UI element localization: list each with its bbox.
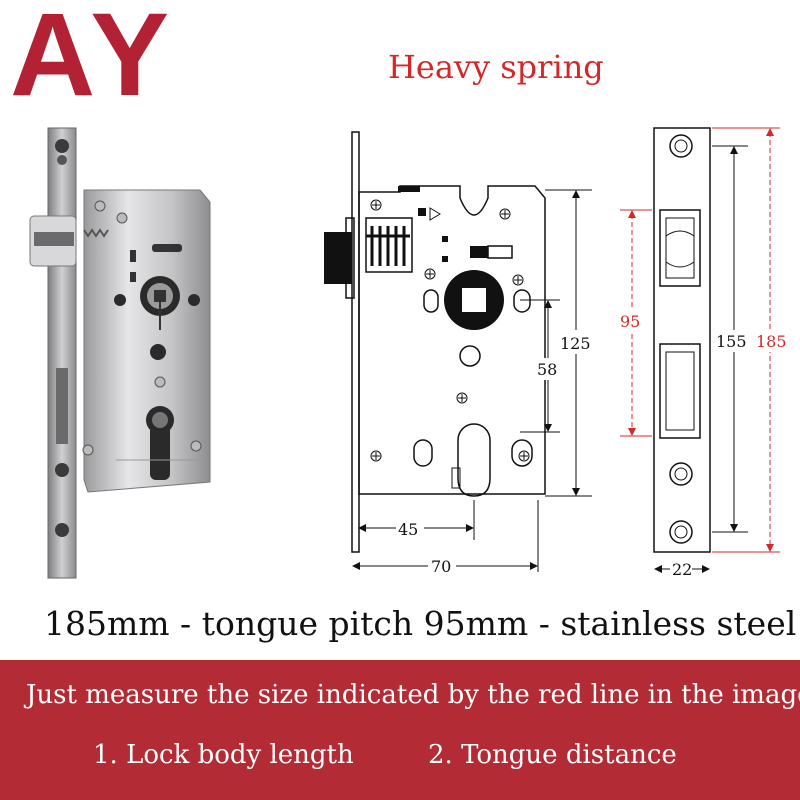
dim-body-width: 70 <box>431 557 451 576</box>
banner-instruction: Just measure the size indicated by the r… <box>26 680 800 710</box>
banner-item-length: 1. Lock body length <box>93 740 354 770</box>
dim-center-distance: 58 <box>537 360 557 379</box>
lock-body-photo <box>29 127 211 579</box>
technical-drawing: 125 58 45 70 95 155 185 22 <box>324 127 794 580</box>
brand-logo: AY <box>10 0 176 121</box>
banner-item-tongue: 2. Tongue distance <box>428 740 677 770</box>
spec-line: 185mm - tongue pitch 95mm - stainless st… <box>44 604 797 643</box>
product-subtitle: Heavy spring <box>388 48 604 86</box>
info-banner <box>0 660 800 800</box>
dim-backset: 45 <box>398 520 418 539</box>
dim-tongue-pitch: 95 <box>620 312 640 331</box>
dim-faceplate-length: 185 <box>756 332 787 351</box>
dim-screw-pitch: 155 <box>716 332 747 351</box>
dim-body-height: 125 <box>560 334 591 353</box>
dim-faceplate-width: 22 <box>672 560 692 579</box>
